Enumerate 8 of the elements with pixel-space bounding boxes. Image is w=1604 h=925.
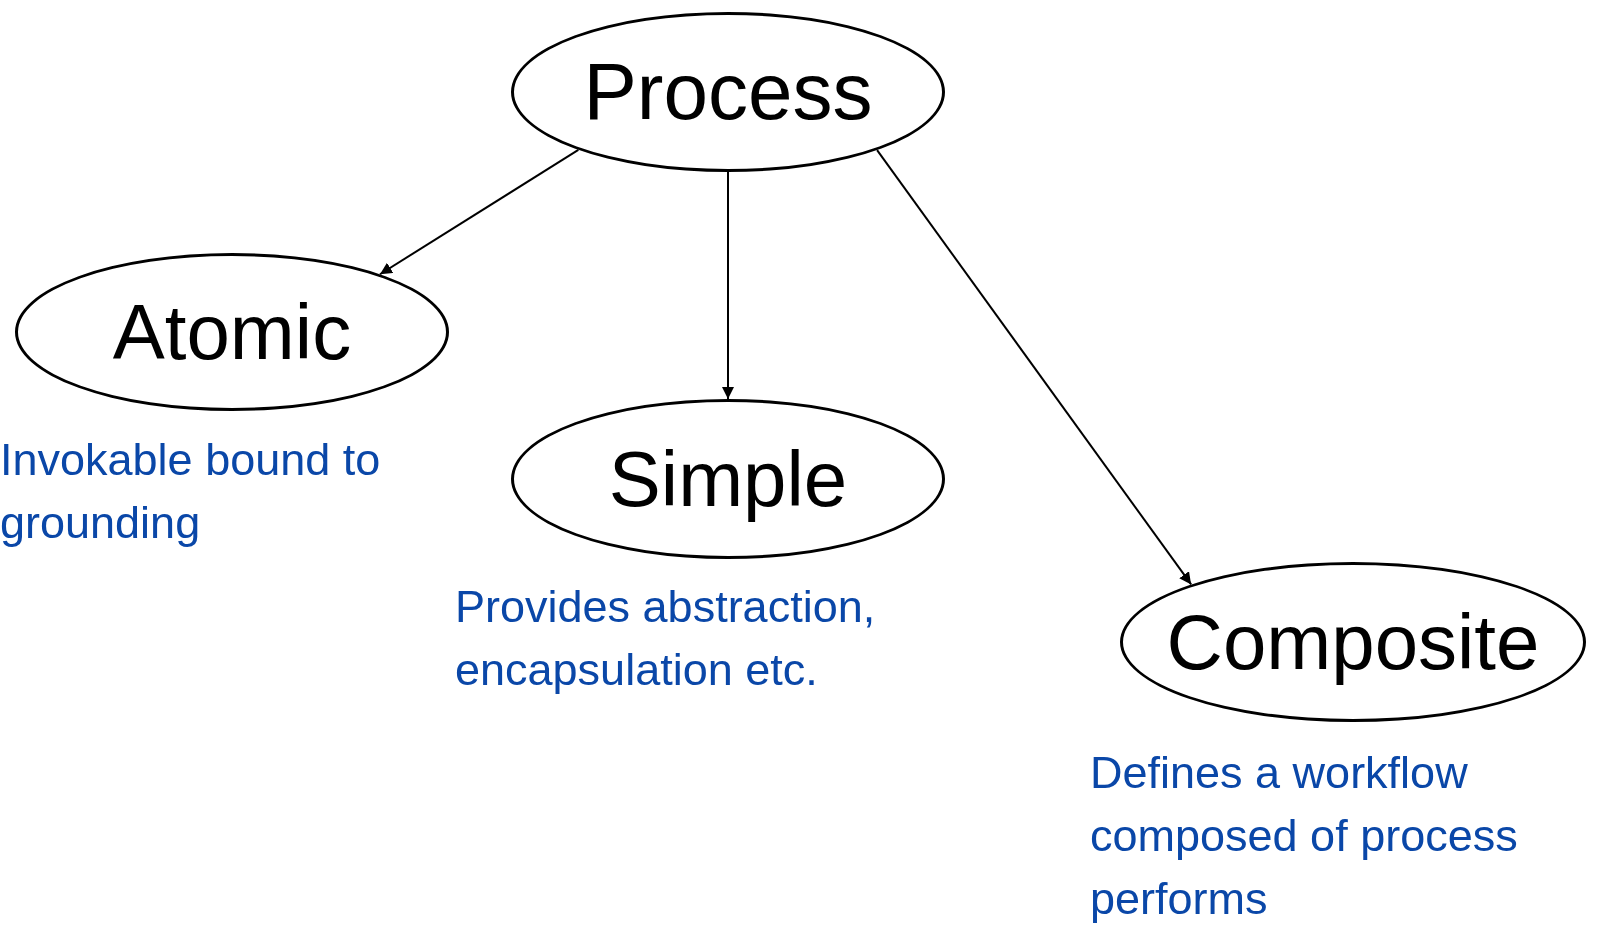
arrow xyxy=(876,149,1193,586)
arrow xyxy=(379,148,580,276)
description-text: Invokable bound to grounding xyxy=(0,433,382,550)
node-label: Process xyxy=(583,52,873,132)
node-label: Atomic xyxy=(112,293,352,371)
arrow xyxy=(722,171,734,400)
description-text: Provides abstraction, encapsulation etc. xyxy=(455,580,877,697)
description-text: Defines a workflow composed of process performs xyxy=(1090,746,1519,925)
